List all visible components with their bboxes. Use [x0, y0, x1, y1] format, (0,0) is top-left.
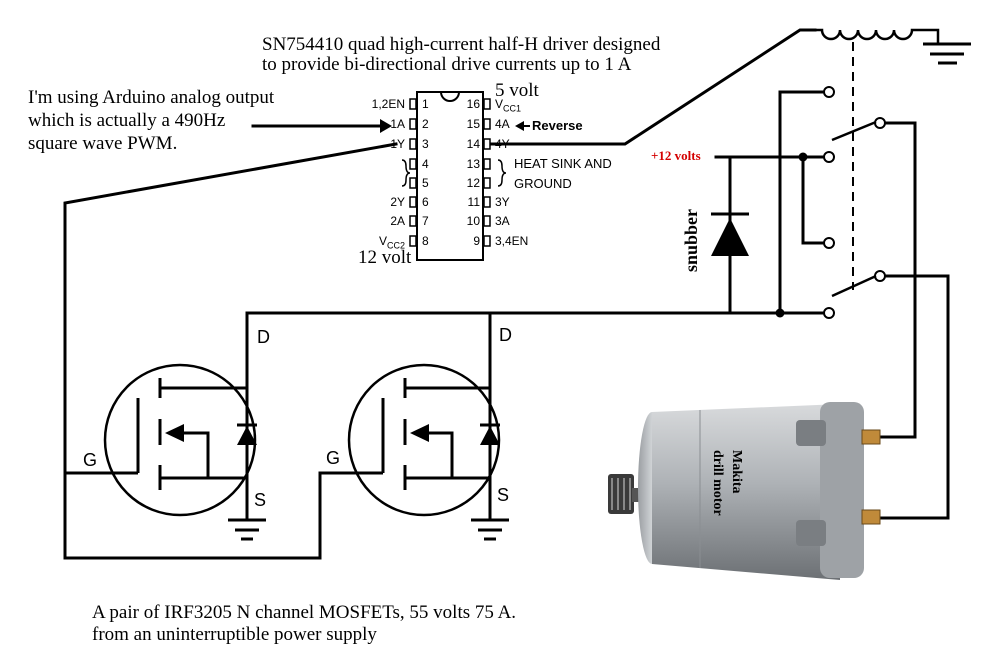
- pin3-num: 3: [422, 137, 429, 151]
- mosfet-note-1: A pair of IRF3205 N channel MOSFETs, 55 …: [92, 602, 517, 623]
- junction-dot: [798, 152, 808, 162]
- mosfet-1: [103, 363, 266, 541]
- relay-coil-icon: [815, 28, 940, 43]
- motor-lead-1: [876, 121, 917, 439]
- pin16-label: VCC1: [495, 97, 522, 114]
- reverse-label: Reverse: [532, 118, 583, 133]
- relay-switch-arms: [831, 120, 877, 298]
- vcc1-voltage: 5 volt: [495, 80, 539, 101]
- chip-pins: [409, 98, 491, 247]
- relay-nc-wire: [778, 90, 828, 315]
- motor-label-1: Makita: [729, 450, 744, 494]
- relay-contacts: [823, 86, 886, 319]
- pin14-num: 14: [466, 137, 480, 151]
- pin5-num: 5: [422, 176, 429, 190]
- pin11-label: 3Y: [495, 195, 510, 209]
- snubber-diode-icon: [711, 208, 749, 260]
- output-1y-wire: [63, 142, 398, 560]
- pin9-num: 9: [473, 234, 480, 248]
- heatsink-braces: [401, 159, 507, 187]
- pin9-label: 3,4EN: [495, 234, 529, 248]
- pin14-label: 4Y: [495, 137, 510, 151]
- sn754410-chip: [416, 91, 484, 261]
- pin8-label: VCC2: [378, 234, 405, 251]
- pin6-num: 6: [422, 195, 429, 209]
- heatsink-label-2: GROUND: [514, 176, 572, 191]
- junction-dot: [775, 308, 785, 318]
- heatsink-label-1: HEAT SINK AND: [514, 156, 612, 171]
- supply-label: +12 volts: [651, 148, 701, 163]
- reverse-arrow-icon: [515, 121, 524, 131]
- pin4-num: 4: [422, 157, 429, 171]
- snubber-label: snubber: [681, 208, 701, 272]
- vcc2-voltage: 12 volt: [358, 247, 412, 268]
- driver-description: SN754410 quad high-current half-H driver…: [262, 34, 661, 55]
- relay-link-wire: [801, 155, 828, 245]
- mosfet2-gate-label: G: [326, 448, 341, 468]
- mosfet1-source-label: S: [254, 490, 267, 510]
- pin8-num: 8: [422, 234, 429, 248]
- pin7-label: 2A: [390, 214, 405, 228]
- motor-lead-2: [876, 274, 950, 520]
- pin12-num: 12: [466, 176, 480, 190]
- coil-ground-icon: [923, 42, 971, 65]
- mosfet2-drain-label: D: [499, 325, 512, 345]
- pin11-num: 11: [467, 195, 480, 209]
- pin16-num: 16: [466, 97, 480, 111]
- output-4y-wire: [480, 28, 817, 146]
- pin7-num: 7: [422, 214, 429, 228]
- pin10-num: 10: [466, 214, 480, 228]
- pin1-num: 1: [422, 97, 429, 111]
- mosfet-note-2: from an uninterruptible power supply: [92, 624, 377, 645]
- pin15-num: 15: [466, 117, 480, 131]
- mosfet2-source-label: S: [497, 485, 510, 505]
- pin13-num: 13: [466, 157, 480, 171]
- pin3-label: 1Y: [390, 137, 405, 151]
- motor-label-2: drill motor: [710, 450, 725, 516]
- mosfet1-drain-label: D: [257, 327, 270, 347]
- arduino-note-1: I'm using Arduino analog output: [28, 87, 275, 108]
- arduino-note-3: square wave PWM.: [28, 133, 178, 154]
- pin2-num: 2: [422, 117, 429, 131]
- drill-motor-image: [608, 402, 881, 580]
- pin10-label: 3A: [495, 214, 510, 228]
- mosfet1-gate-label: G: [83, 450, 98, 470]
- pin1-label: 1,2EN: [371, 97, 405, 111]
- arduino-arrow-icon: [380, 119, 392, 133]
- drain-bus-wire: [245, 311, 832, 374]
- pin2-label: 1A: [390, 117, 405, 131]
- pin15-label: 4A: [495, 117, 510, 131]
- pin6-label: 2Y: [390, 195, 405, 209]
- arduino-note-2: which is actually a 490Hz: [28, 110, 226, 131]
- driver-description-2: to provide bi-directional drive currents…: [262, 54, 632, 75]
- mosfet-2: [347, 363, 509, 541]
